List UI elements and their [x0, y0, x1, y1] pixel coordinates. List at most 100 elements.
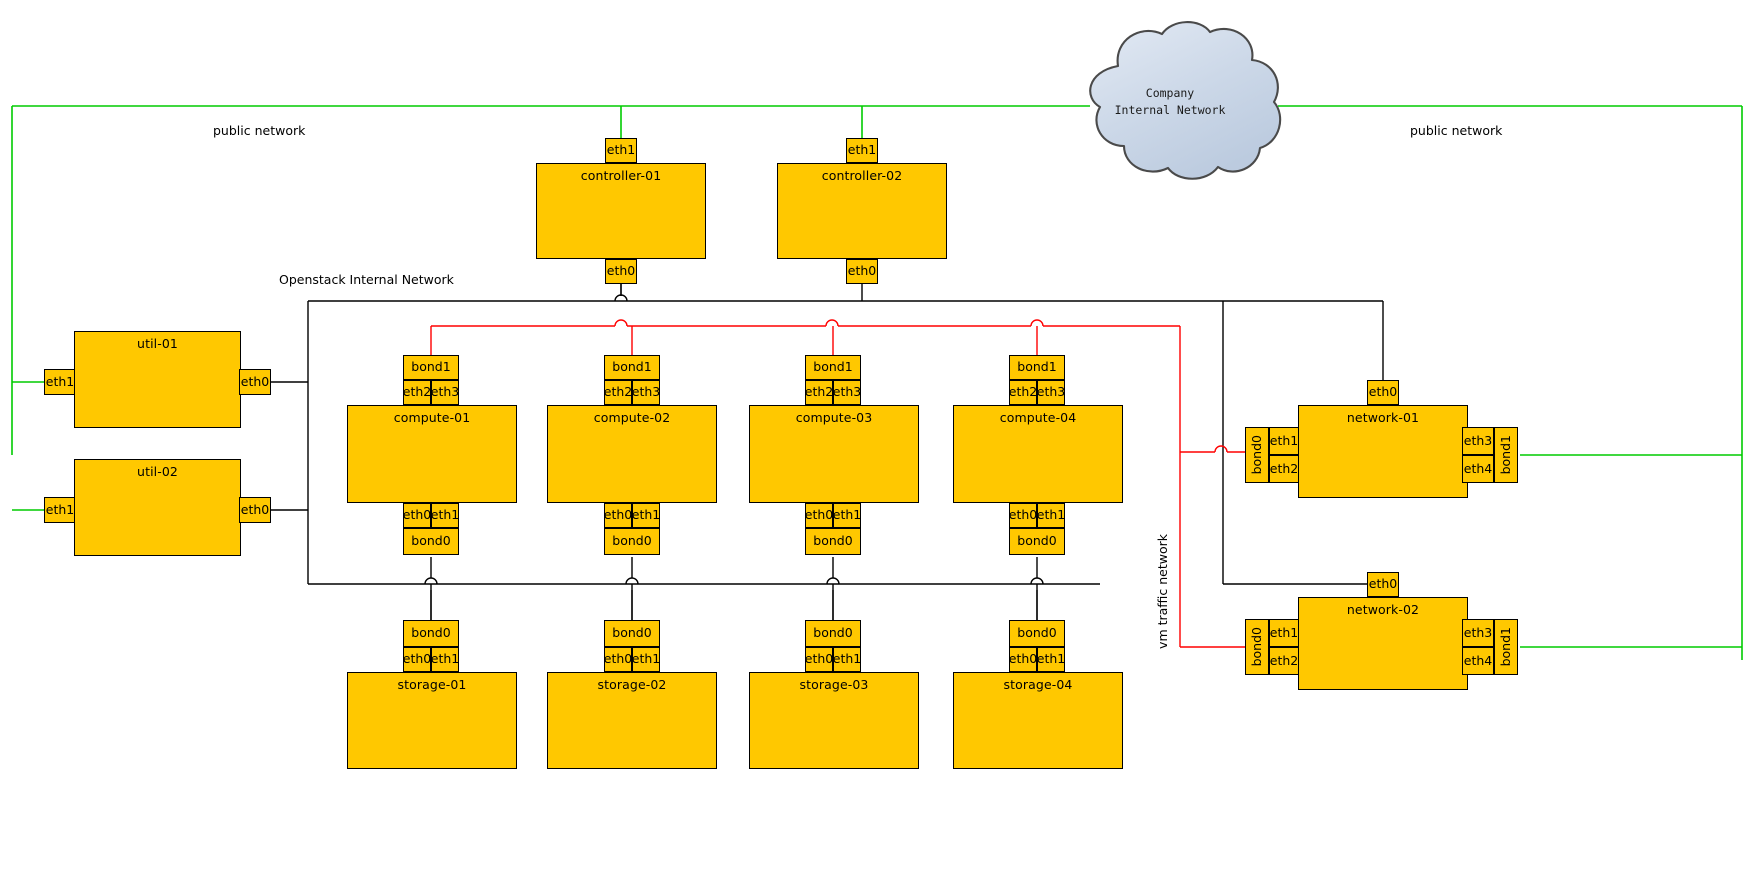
compute-04-bond0[interactable]: bond0 — [1009, 528, 1065, 555]
compute-02-port-eth1[interactable]: eth1 — [632, 503, 660, 528]
node-label: controller-02 — [821, 168, 903, 183]
storage-04-port-eth0[interactable]: eth0 — [1009, 647, 1037, 672]
compute-03-bond1[interactable]: bond1 — [805, 355, 861, 380]
port-label: eth1 — [606, 142, 636, 158]
storage-02-port-eth0[interactable]: eth0 — [604, 647, 632, 672]
bond-label: bond0 — [612, 625, 652, 641]
bond-label: bond0 — [1248, 435, 1264, 475]
storage-03-port-eth0[interactable]: eth0 — [805, 647, 833, 672]
storage-01-port-eth0[interactable]: eth0 — [403, 647, 431, 672]
network-01-port-eth0[interactable]: eth0 — [1367, 380, 1399, 405]
compute-02-port-eth3[interactable]: eth3 — [632, 380, 660, 405]
node-storage-04[interactable]: storage-04 — [953, 672, 1123, 769]
node-storage-02[interactable]: storage-02 — [547, 672, 717, 769]
node-util-02[interactable]: util-02 — [74, 459, 241, 556]
node-controller-01[interactable]: controller-01 — [536, 163, 706, 259]
company-internal-network-cloud — [1089, 21, 1282, 180]
compute-03-bond0[interactable]: bond0 — [805, 528, 861, 555]
compute-02-bond0[interactable]: bond0 — [604, 528, 660, 555]
network-01-bond0[interactable]: bond0 — [1245, 427, 1269, 483]
compute-02-bond1[interactable]: bond1 — [604, 355, 660, 380]
storage-02-port-eth1[interactable]: eth1 — [632, 647, 660, 672]
node-controller-02[interactable]: controller-02 — [777, 163, 947, 259]
compute-04-port-eth1[interactable]: eth1 — [1037, 503, 1065, 528]
node-compute-01[interactable]: compute-01 — [347, 405, 517, 503]
port-label: eth2 — [402, 384, 432, 400]
network-01-port-eth2[interactable]: eth2 — [1269, 455, 1299, 483]
node-label: util-02 — [137, 464, 178, 479]
port-label: eth3 — [1036, 384, 1066, 400]
util-01-port-eth0[interactable]: eth0 — [239, 369, 271, 395]
compute-04-port-eth3[interactable]: eth3 — [1037, 380, 1065, 405]
compute-01-port-eth2[interactable]: eth2 — [403, 380, 431, 405]
port-label: eth1 — [1036, 507, 1066, 523]
compute-03-port-eth1[interactable]: eth1 — [833, 503, 861, 528]
port-label: eth2 — [1269, 652, 1299, 668]
storage-04-port-eth1[interactable]: eth1 — [1037, 647, 1065, 672]
node-storage-01[interactable]: storage-01 — [347, 672, 517, 769]
port-label: eth0 — [606, 263, 636, 279]
storage-02-bond0[interactable]: bond0 — [604, 620, 660, 647]
network-01-port-eth1[interactable]: eth1 — [1269, 427, 1299, 455]
port-label: eth3 — [430, 384, 460, 400]
compute-04-port-eth2[interactable]: eth2 — [1009, 380, 1037, 405]
network-02-port-eth0[interactable]: eth0 — [1367, 572, 1399, 597]
storage-01-bond0[interactable]: bond0 — [403, 620, 459, 647]
controller-01-port-eth0[interactable]: eth0 — [605, 259, 637, 284]
network-02-port-eth2[interactable]: eth2 — [1269, 647, 1299, 675]
util-01-port-eth1[interactable]: eth1 — [44, 369, 76, 395]
compute-01-port-eth3[interactable]: eth3 — [431, 380, 459, 405]
storage-03-port-eth1[interactable]: eth1 — [833, 647, 861, 672]
util-02-port-eth1[interactable]: eth1 — [44, 497, 76, 523]
compute-03-port-eth3[interactable]: eth3 — [833, 380, 861, 405]
bond-label: bond1 — [1497, 435, 1513, 475]
node-util-01[interactable]: util-01 — [74, 331, 241, 428]
bond-label: bond1 — [813, 359, 853, 375]
compute-04-bond1[interactable]: bond1 — [1009, 355, 1065, 380]
network-02-port-eth3[interactable]: eth3 — [1462, 619, 1494, 647]
network-01-bond1[interactable]: bond1 — [1494, 427, 1518, 483]
controller-02-port-eth0[interactable]: eth0 — [846, 259, 878, 284]
port-label: eth1 — [847, 142, 877, 158]
node-storage-03[interactable]: storage-03 — [749, 672, 919, 769]
network-02-bond0[interactable]: bond0 — [1245, 619, 1269, 675]
storage-04-bond0[interactable]: bond0 — [1009, 620, 1065, 647]
port-label: eth1 — [1269, 624, 1299, 640]
port-label: eth0 — [603, 507, 633, 523]
network-02-bond1[interactable]: bond1 — [1494, 619, 1518, 675]
storage-01-port-eth1[interactable]: eth1 — [431, 647, 459, 672]
port-label: eth1 — [1269, 432, 1299, 448]
compute-01-port-eth1[interactable]: eth1 — [431, 503, 459, 528]
bond-label: bond1 — [612, 359, 652, 375]
network-01-port-eth4[interactable]: eth4 — [1462, 455, 1494, 483]
controller-02-port-eth1[interactable]: eth1 — [846, 138, 878, 163]
node-label: storage-03 — [799, 677, 869, 692]
port-label: eth2 — [804, 384, 834, 400]
port-label: eth0 — [804, 507, 834, 523]
node-compute-02[interactable]: compute-02 — [547, 405, 717, 503]
compute-03-port-eth0[interactable]: eth0 — [805, 503, 833, 528]
compute-03-port-eth2[interactable]: eth2 — [805, 380, 833, 405]
compute-02-port-eth0[interactable]: eth0 — [604, 503, 632, 528]
node-compute-03[interactable]: compute-03 — [749, 405, 919, 503]
storage-03-bond0[interactable]: bond0 — [805, 620, 861, 647]
controller-01-port-eth1[interactable]: eth1 — [605, 138, 637, 163]
compute-04-port-eth0[interactable]: eth0 — [1009, 503, 1037, 528]
compute-01-bond0[interactable]: bond0 — [403, 528, 459, 555]
port-label: eth0 — [240, 373, 270, 389]
port-label: eth0 — [1008, 507, 1038, 523]
network-02-port-eth4[interactable]: eth4 — [1462, 647, 1494, 675]
node-label: storage-04 — [1003, 677, 1073, 692]
port-label: eth3 — [832, 384, 862, 400]
node-compute-04[interactable]: compute-04 — [953, 405, 1123, 503]
node-network-01[interactable]: network-01 — [1298, 405, 1468, 498]
compute-01-bond1[interactable]: bond1 — [403, 355, 459, 380]
network-02-port-eth1[interactable]: eth1 — [1269, 619, 1299, 647]
port-label: eth1 — [45, 373, 75, 389]
port-label: eth1 — [832, 507, 862, 523]
network-01-port-eth3[interactable]: eth3 — [1462, 427, 1494, 455]
compute-02-port-eth2[interactable]: eth2 — [604, 380, 632, 405]
util-02-port-eth0[interactable]: eth0 — [239, 497, 271, 523]
node-network-02[interactable]: network-02 — [1298, 597, 1468, 690]
compute-01-port-eth0[interactable]: eth0 — [403, 503, 431, 528]
